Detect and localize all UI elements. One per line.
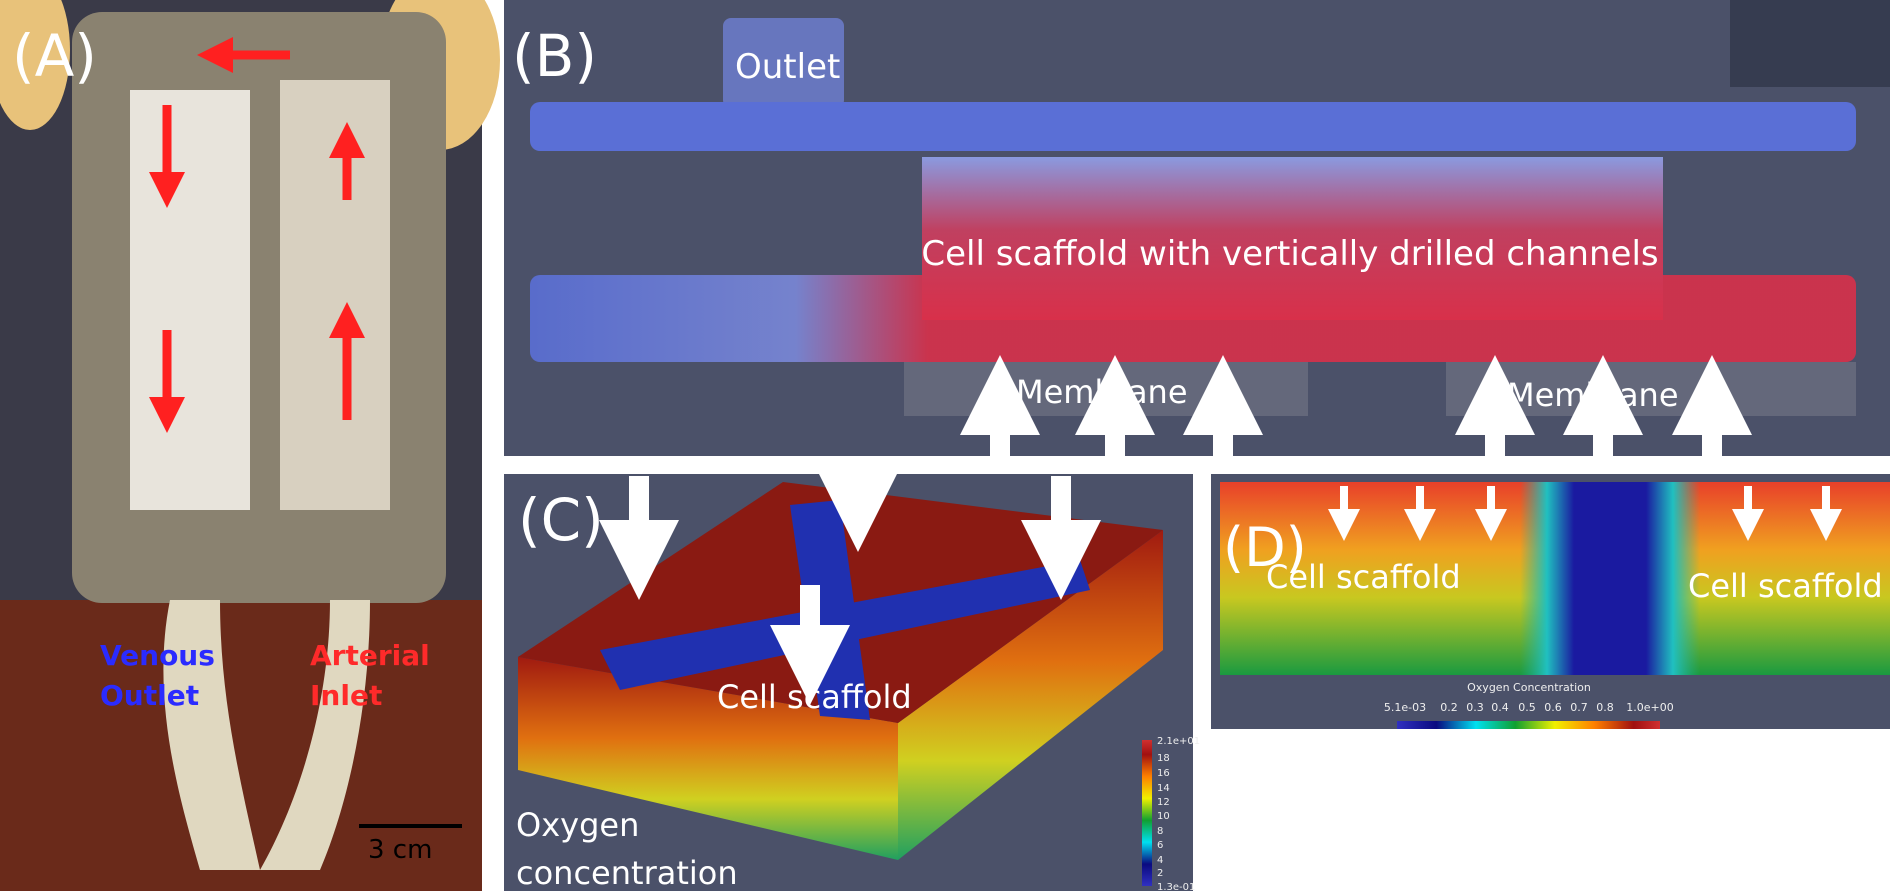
colorbar-tick-label: 10 <box>1157 811 1170 822</box>
membrane-label: Membrane <box>1016 373 1188 411</box>
cell-scaffold <box>922 157 1663 320</box>
arterial-label: Arterial <box>310 639 430 672</box>
colorbar-tick-label: 2.1e+01 <box>1157 736 1200 747</box>
colorbar-tick-label: 0.7 <box>1570 701 1588 714</box>
colorbar-tick-label: 0.5 <box>1518 701 1536 714</box>
panel-c-tag: (C) <box>518 486 604 554</box>
colorbar <box>1397 721 1660 729</box>
colorbar-title: Oxygen Concentration <box>1467 681 1591 694</box>
colorbar-tick-label: 0.6 <box>1544 701 1562 714</box>
colorbar-tick-label: 12 <box>1157 797 1170 808</box>
colorbar-tick-label: 0.4 <box>1491 701 1509 714</box>
arterial-label: Inlet <box>310 679 382 712</box>
arterial-tube <box>260 600 370 870</box>
colorbar-tick-label: 6 <box>1157 840 1163 851</box>
colorbar-title: Oxygen <box>516 806 639 844</box>
colorbar-tick-label: 0.3 <box>1466 701 1484 714</box>
colorbar-tick-label: 0.2 <box>1440 701 1458 714</box>
outlet-label: Outlet <box>735 47 840 87</box>
box-front-right <box>898 530 1163 860</box>
venous-tube <box>163 600 260 870</box>
scaffold-label: Cell scaffold <box>1266 558 1461 596</box>
venous-label: Outlet <box>100 679 199 712</box>
colorbar-tick-label: 18 <box>1157 753 1170 764</box>
scaffold-label: Cell scaffold <box>717 678 912 716</box>
scaffold-label: Cell scaffold with vertically drilled ch… <box>921 234 1658 274</box>
panel-d: (D) Cell scaffold Cell scaffold Oxygen C… <box>1211 474 1890 729</box>
panel-a: (A) Venous Outlet Arterial Inlet 3 cm <box>0 0 500 891</box>
box-front-left <box>518 657 898 860</box>
colorbar-tick-label: 2 <box>1157 868 1163 879</box>
channel-band <box>790 500 870 720</box>
colorbar-tick-label: 1.0e+00 <box>1626 701 1673 714</box>
scaffold-label: Cell scaffold <box>1688 567 1883 605</box>
colorbar-tick-label: 4 <box>1157 855 1163 866</box>
top-channel <box>530 102 1856 151</box>
colorbar-tick-label: 0.8 <box>1596 701 1614 714</box>
scale-bar-label: 3 cm <box>368 835 432 865</box>
colorbar-tick-label: 14 <box>1157 783 1170 794</box>
colorbar-title: concentration <box>516 854 738 891</box>
colorbar-tick-label: 16 <box>1157 768 1170 779</box>
panel-d-tag: (D) <box>1223 516 1307 579</box>
membrane-label: Membrane <box>1507 376 1679 414</box>
colorbar-tick-label: 1.3e-01 <box>1157 882 1195 891</box>
colorbar-tick-label: 5.1e-03 <box>1384 701 1426 714</box>
panel-c: (C) Cell scaffold Oxygen concentration 2… <box>504 472 1200 891</box>
panel-b-tag: (B) <box>512 22 597 90</box>
channel-band <box>1520 482 1700 675</box>
colorbar-tick-label: 8 <box>1157 826 1163 837</box>
panel-a-tag: (A) <box>12 22 97 90</box>
colorbar <box>1142 740 1152 886</box>
outlet-cylinder <box>723 18 844 108</box>
panel-b: Outlet Cell scaffold with vertically dri… <box>504 0 1890 456</box>
venous-label: Venous <box>100 639 215 672</box>
